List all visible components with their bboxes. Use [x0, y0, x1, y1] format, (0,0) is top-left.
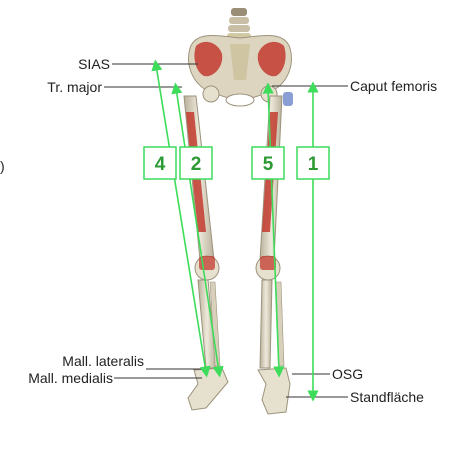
pelvis [189, 35, 293, 106]
label-osg: OSG [332, 366, 363, 382]
label-mall-lateralis: Mall. lateralis [62, 353, 144, 369]
leader-lines [104, 64, 348, 397]
lumbar-spine [227, 8, 251, 40]
edge-text-fragment: ) [0, 158, 5, 174]
measure-badges: 4 2 5 1 [144, 147, 329, 179]
label-standflaeche: Standfläche [350, 389, 424, 405]
badge-1-number: 1 [308, 154, 319, 175]
leg-left [184, 96, 228, 410]
label-caput-femoris: Caput femoris [350, 78, 437, 94]
skeleton-illustration [184, 8, 293, 414]
label-mall-medialis: Mall. medialis [28, 370, 113, 386]
label-sias: SIAS [78, 56, 110, 72]
badge-4-number: 4 [155, 154, 166, 175]
leg-right [256, 96, 290, 414]
badge-5-number: 5 [263, 154, 274, 175]
label-tr-major: Tr. major [47, 79, 102, 95]
measurement-lines [156, 65, 313, 396]
badge-2-number: 2 [191, 154, 202, 175]
